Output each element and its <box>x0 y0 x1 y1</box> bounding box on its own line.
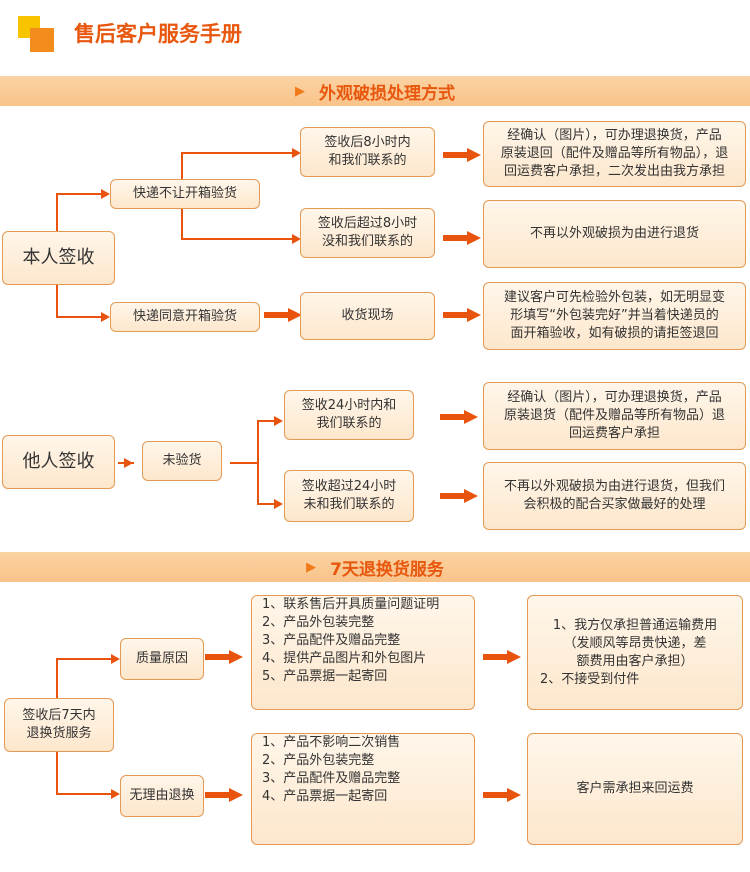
logo-icon <box>18 16 56 54</box>
noreason-result: 客户需承担来回运费 <box>527 733 743 845</box>
over8-result: 不再以外观破损为由进行退货 <box>483 200 746 268</box>
over8-node: 签收后超过8小时没和我们联系的 <box>300 208 435 258</box>
quality-result: 1、我方仅承担普通运输费用（发顺风等昂贵快递，差额费用由客户承担）2、不接受到付… <box>527 595 743 710</box>
noreason-node: 无理由退换 <box>120 775 204 817</box>
within8-node: 签收后8小时内和我们联系的 <box>300 127 435 177</box>
triangle-icon: ▶ <box>295 83 305 99</box>
onsite-result: 建议客户可先检验外包装，如无明显变形填写“外包装完好”并当着快递员的面开箱验收，… <box>483 282 746 350</box>
within8-result: 经确认（图片），可办理退换货，产品原装退回（配件及赠品等所有物品），退回运费客户… <box>483 121 746 187</box>
not-inspected-node: 未验货 <box>142 441 222 481</box>
within24-result: 经确认（图片），可办理退换货，产品原装退货（配件及赠品等所有物品）退回运费客户承… <box>483 382 746 450</box>
within24-node: 签收24小时内和我们联系的 <box>284 390 414 440</box>
other-sign-node: 他人签收 <box>2 435 115 489</box>
onsite-node: 收货现场 <box>300 292 435 340</box>
over24-node: 签收超过24小时未和我们联系的 <box>284 470 414 522</box>
triangle-icon: ▶ <box>306 559 317 575</box>
page-title: 售后客户服务手册 <box>74 22 242 46</box>
quality-node: 质量原因 <box>120 638 204 680</box>
section-header-damage: ▶ 外观破损处理方式 <box>0 76 750 106</box>
open-ok-node: 快递同意开箱验货 <box>110 302 260 332</box>
over24-result: 不再以外观破损为由进行退货，但我们会积极的配合买家做最好的处理 <box>483 462 746 530</box>
self-sign-node: 本人签收 <box>2 231 115 285</box>
sign7-node: 签收后7天内退换货服务 <box>4 698 114 752</box>
section-header-7day: ▶ 7天退换货服务 <box>0 552 750 582</box>
no-open-node: 快递不让开箱验货 <box>110 179 260 209</box>
